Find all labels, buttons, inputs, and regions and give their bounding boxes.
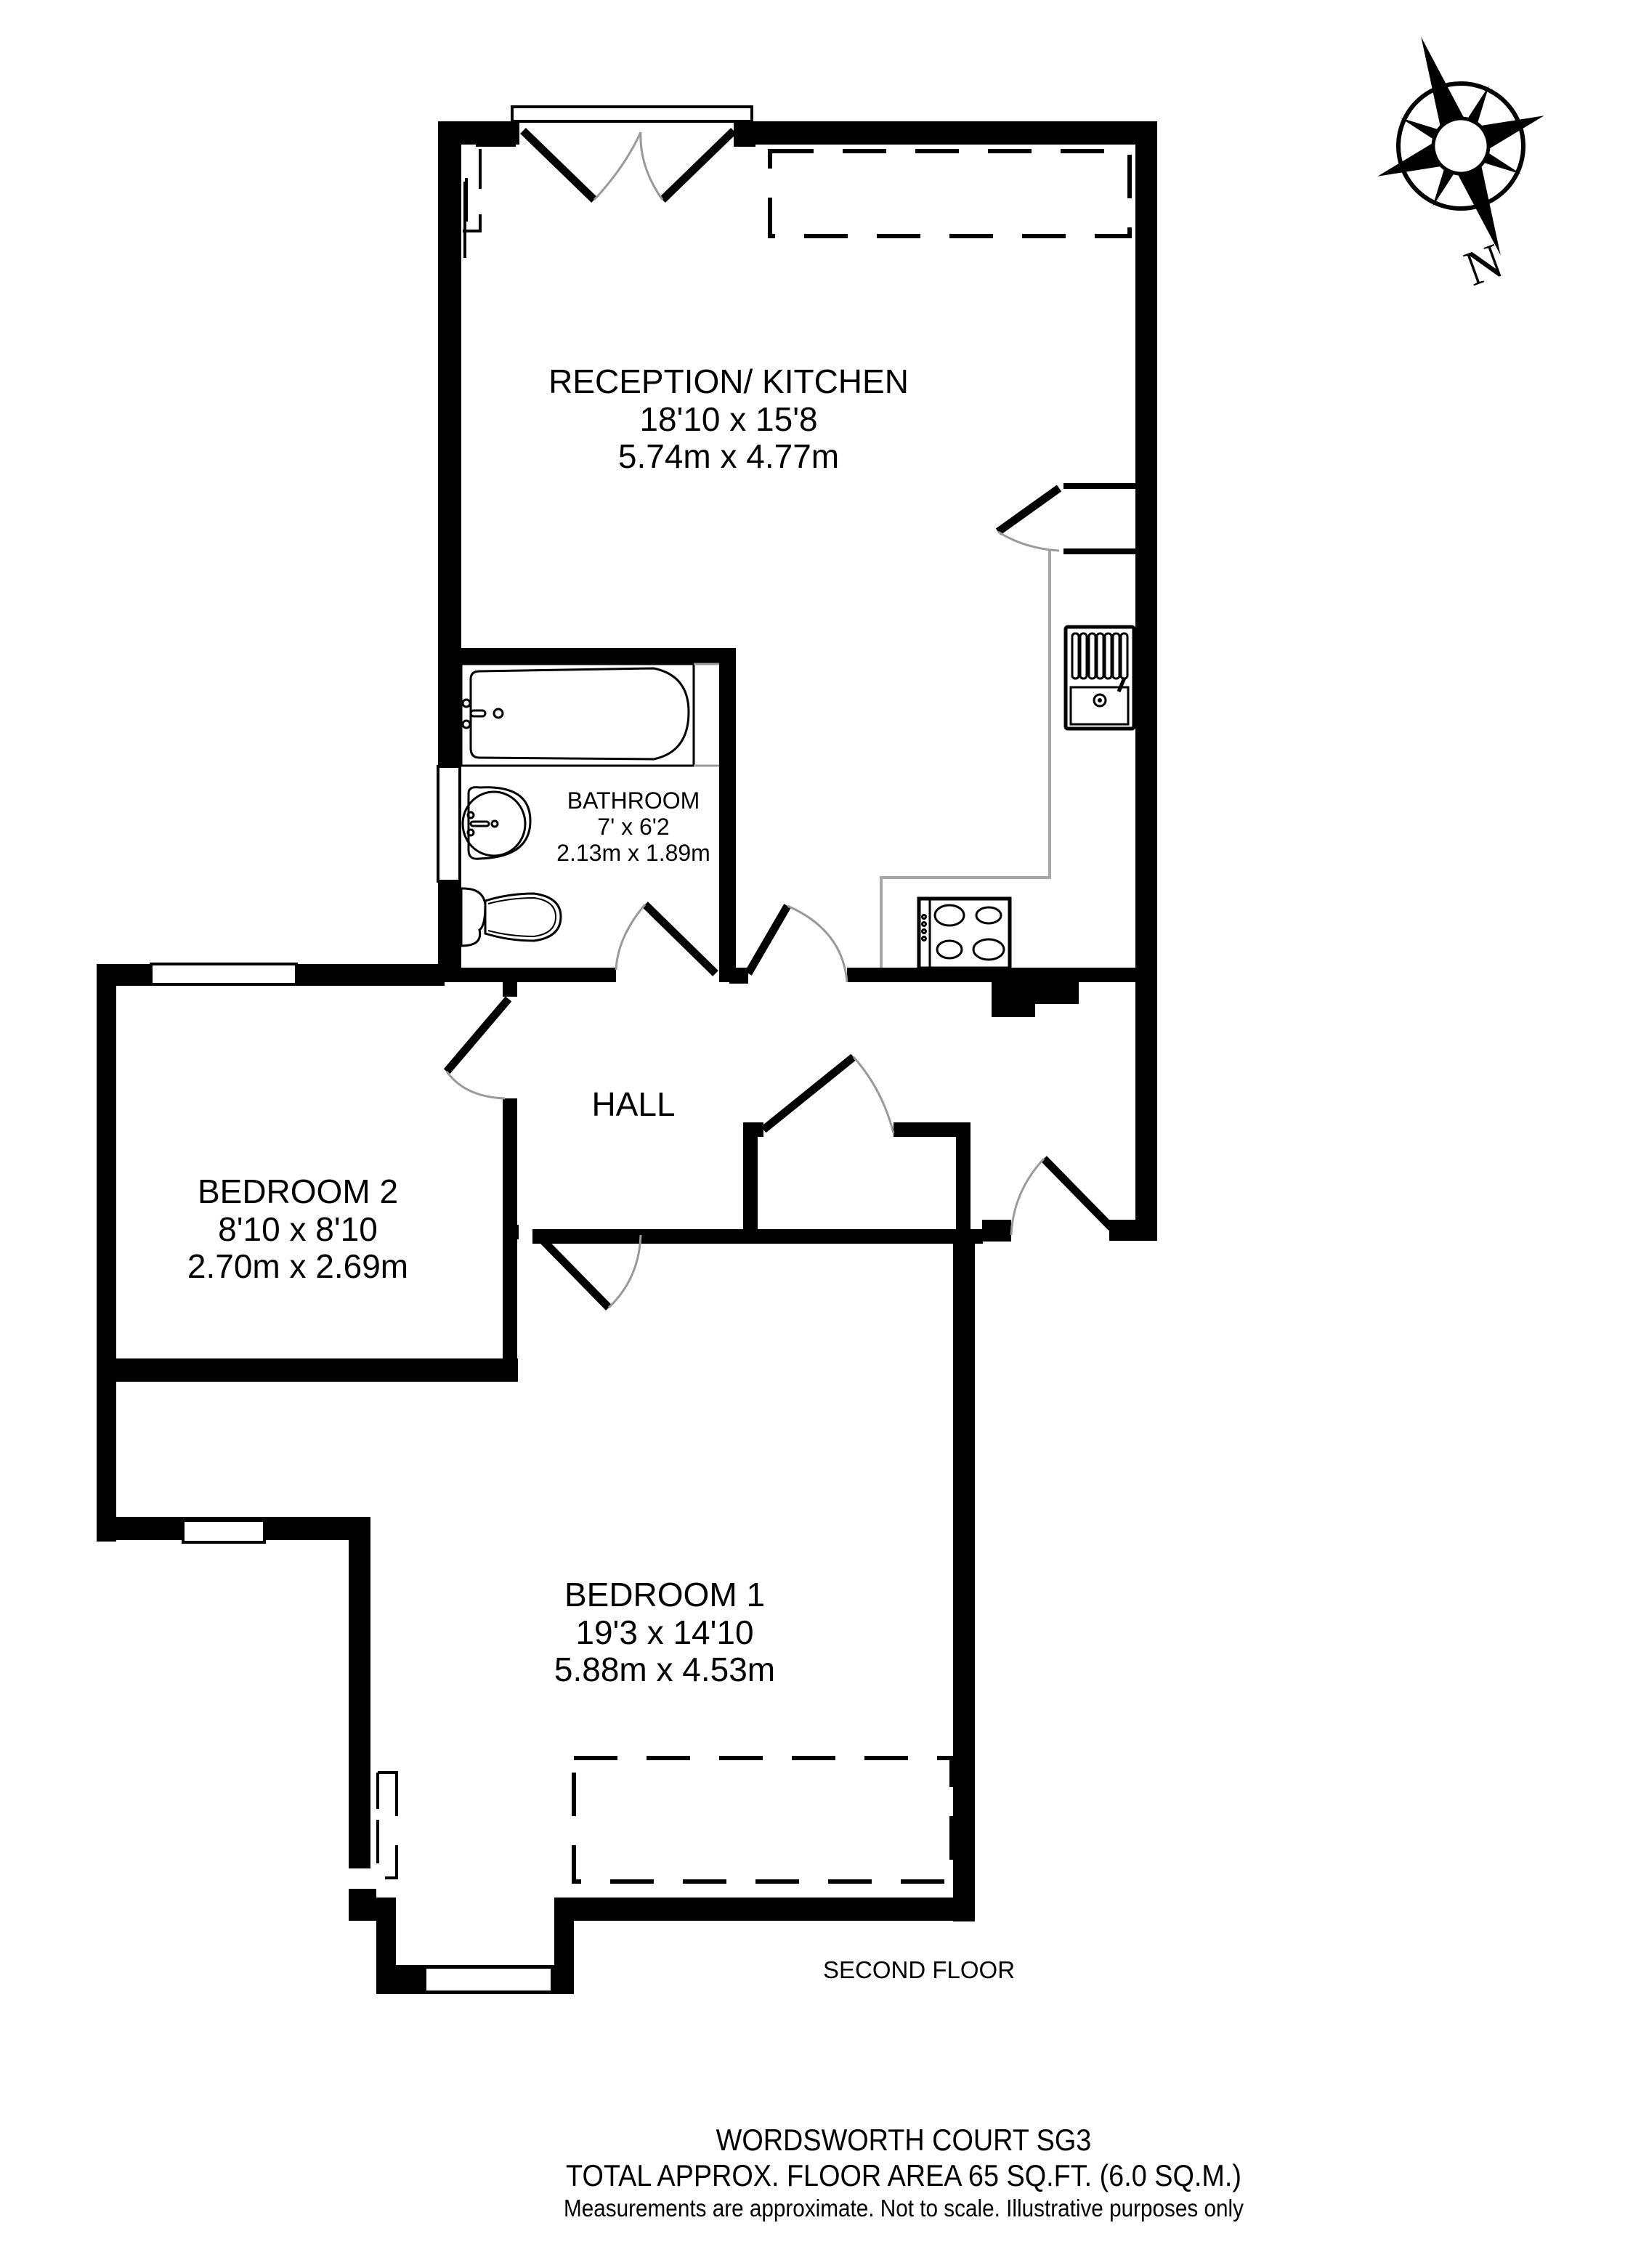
room-name: BATHROOM xyxy=(567,787,700,814)
kitchen-hob-icon xyxy=(917,896,1012,971)
room-metric: 2.70m x 2.69m xyxy=(187,1247,409,1286)
bathtub-icon xyxy=(460,663,719,767)
footer: WORDSWORTH COURT SG3 TOTAL APPROX. FLOOR… xyxy=(526,2123,1281,2223)
room-name: HALL xyxy=(591,1085,676,1123)
reception-door xyxy=(729,904,848,984)
bedroom-2-label: BEDROOM 2 8'10 x 8'10 2.70m x 2.69m xyxy=(187,1173,408,1286)
toilet-icon xyxy=(460,887,562,947)
room-imperial: 7' x 6'2 xyxy=(597,813,670,840)
skylight-outlines xyxy=(463,149,1132,258)
floor-area: TOTAL APPROX. FLOOR AREA 65 SQ.FT. (6.0 … xyxy=(566,2158,1241,2192)
compass-rose-icon xyxy=(1377,36,1544,256)
kitchen-sink-icon xyxy=(1063,625,1136,731)
hall-doors xyxy=(443,996,1114,1311)
bedroom-1-walls xyxy=(97,1229,975,1994)
room-name: BEDROOM 1 xyxy=(564,1576,766,1613)
room-imperial: 8'10 x 8'10 xyxy=(218,1210,378,1248)
bedroom-2-walls xyxy=(97,963,518,1542)
hall-walls xyxy=(503,982,1157,1382)
room-metric: 2.13m x 1.89m xyxy=(556,839,710,866)
room-imperial: 19'3 x 14'10 xyxy=(575,1613,754,1651)
french-doors xyxy=(476,105,755,203)
washbasin-icon xyxy=(461,786,532,860)
hall-label: HALL xyxy=(591,1085,676,1124)
bedroom-1-label: BEDROOM 1 19'3 x 14'10 5.88m x 4.53m xyxy=(554,1576,775,1689)
floor-label: SECOND FLOOR xyxy=(823,1956,1016,1983)
room-imperial: 18'10 x 15'8 xyxy=(639,400,818,438)
kitchen-counter xyxy=(880,551,1051,968)
bedroom-1-skylights xyxy=(376,1756,954,1884)
room-name: BEDROOM 2 xyxy=(197,1173,399,1210)
room-metric: 5.88m x 4.53m xyxy=(554,1651,776,1689)
bathroom-walls xyxy=(437,648,736,982)
bathroom-label: BATHROOM 7' x 6'2 2.13m x 1.89m xyxy=(556,787,710,866)
reception-kitchen-label: RECEPTION/ KITCHEN 18'10 x 15'8 5.74m x … xyxy=(548,363,909,476)
disclaimer: Measurements are approximate. Not to sca… xyxy=(564,2195,1244,2222)
room-metric: 5.74m x 4.77m xyxy=(617,437,840,476)
kitchen-cupboard-door xyxy=(995,485,1062,552)
room-name: RECEPTION/ KITCHEN xyxy=(548,363,909,400)
property-title: WORDSWORTH COURT SG3 xyxy=(716,2123,1092,2157)
bathroom-door xyxy=(615,902,718,976)
